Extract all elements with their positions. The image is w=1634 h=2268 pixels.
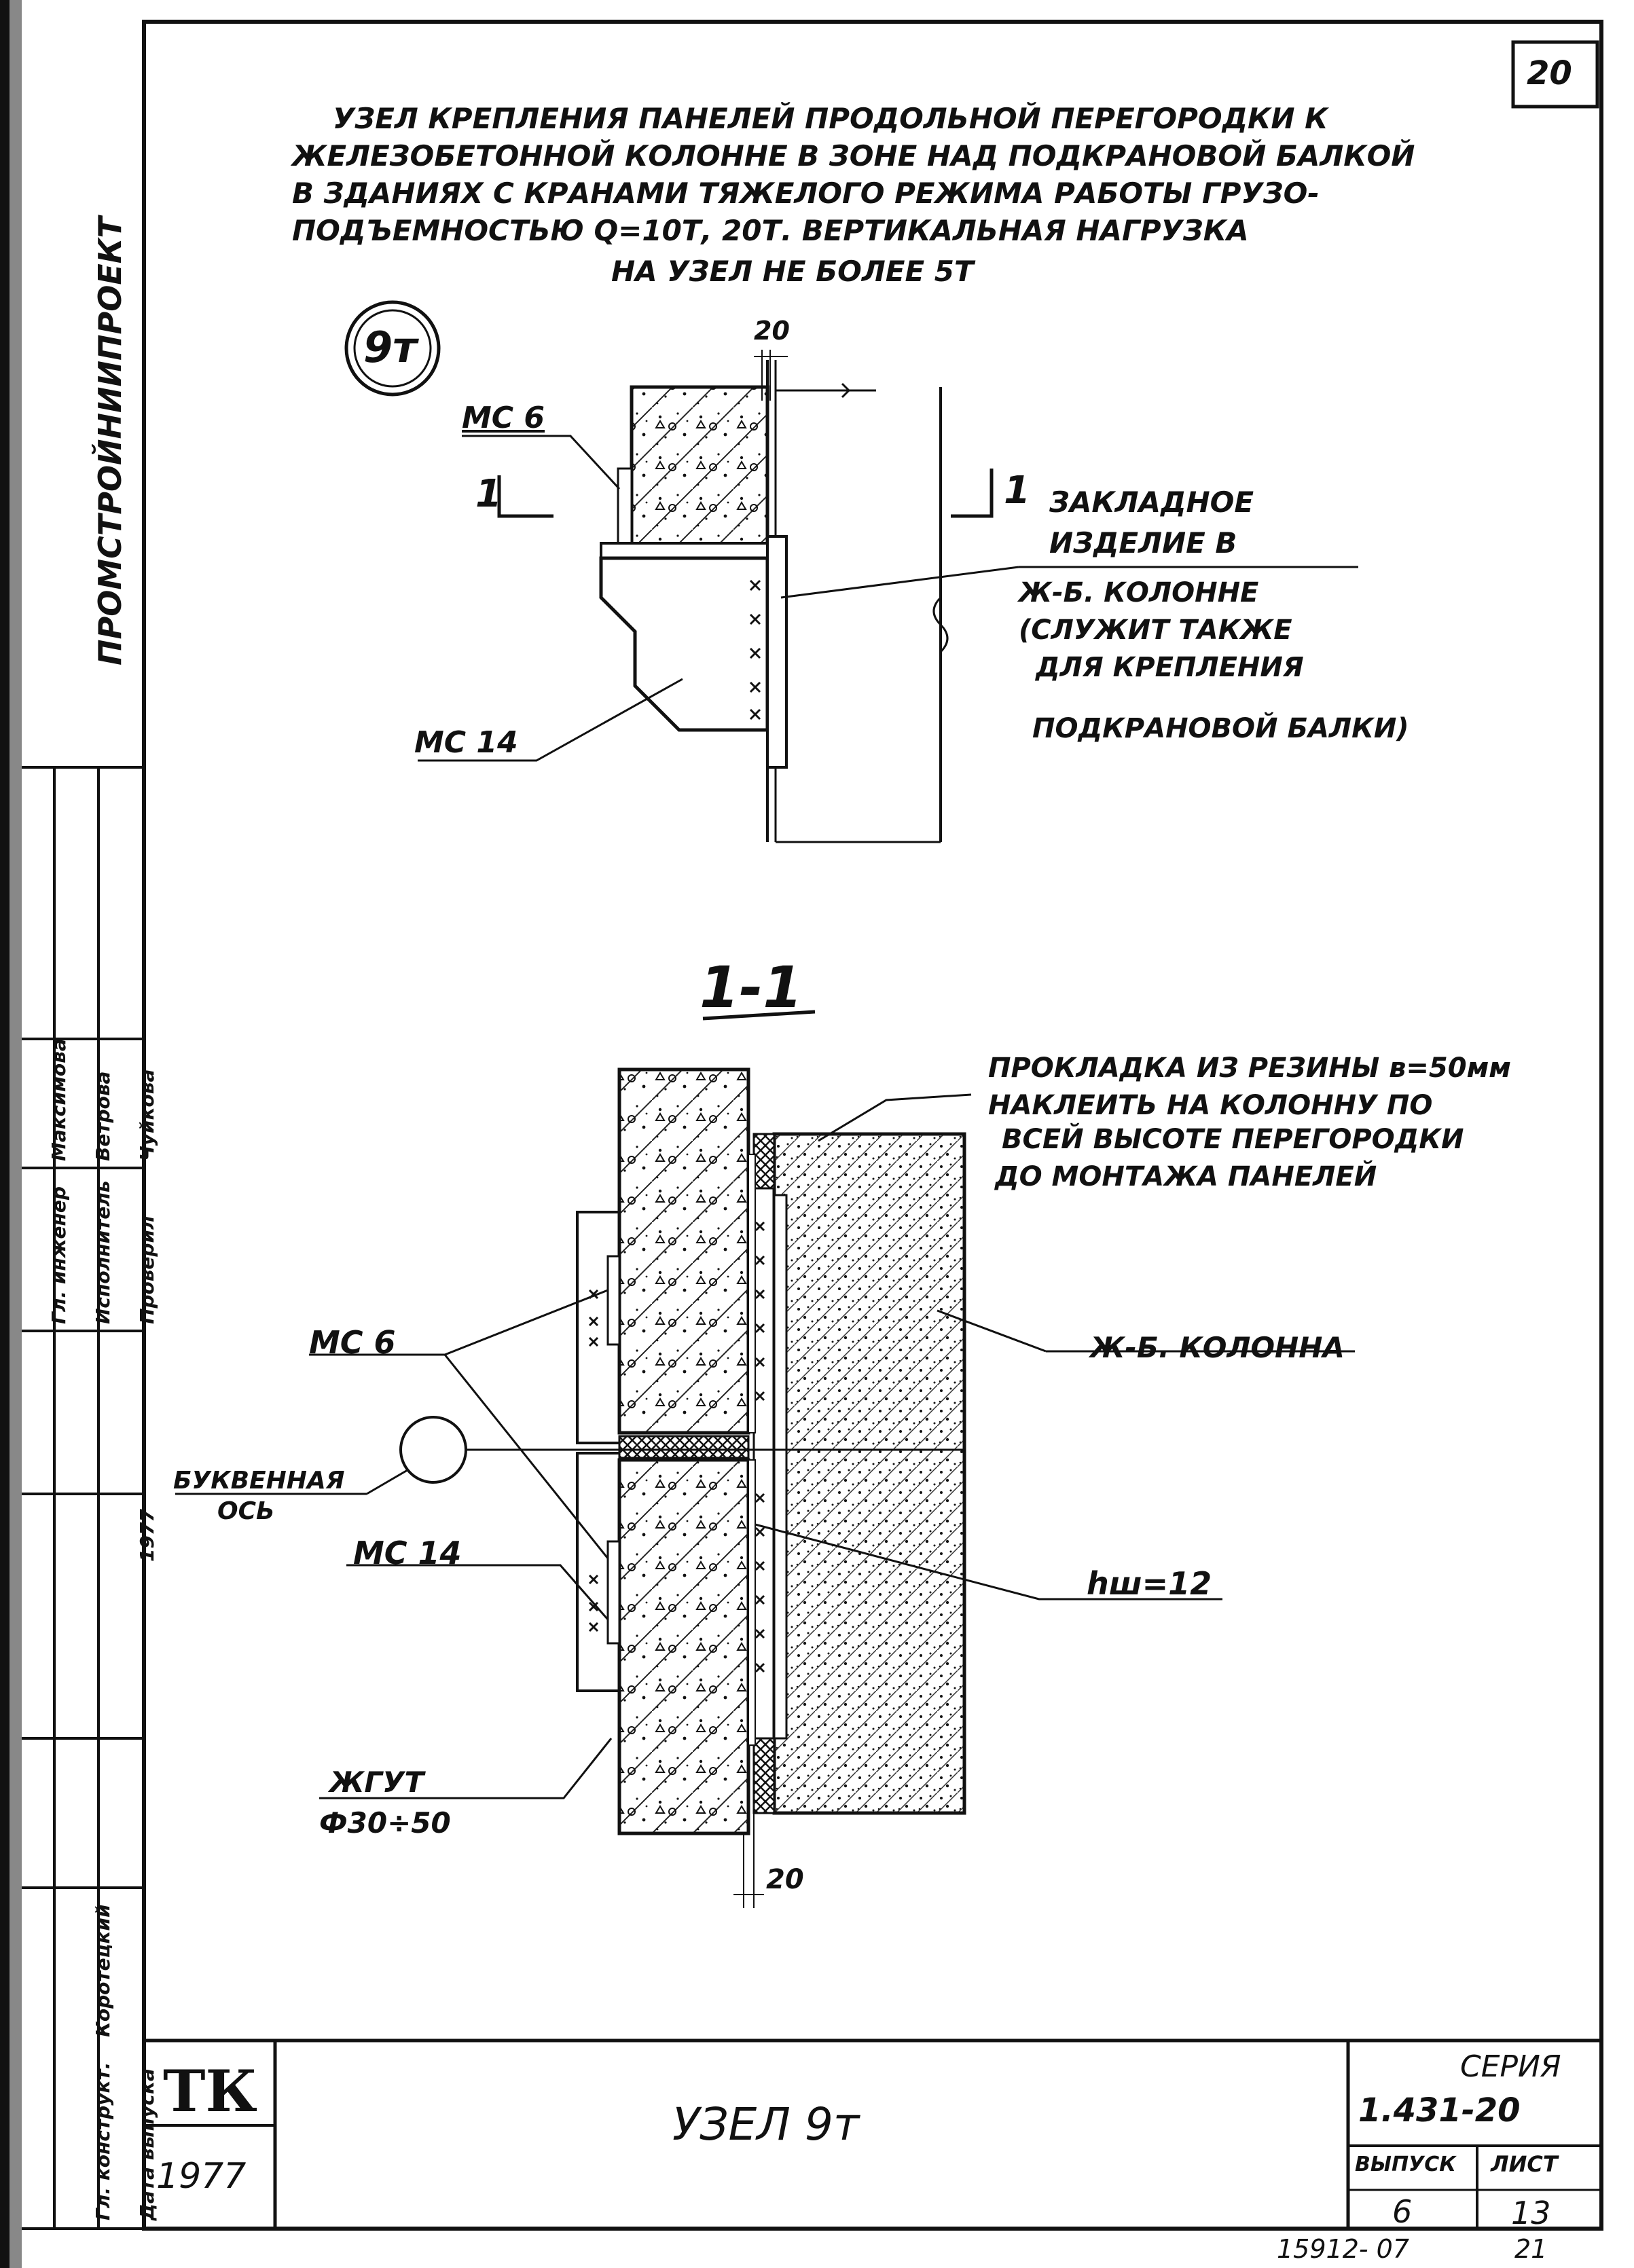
- section-mark-left: 1: [475, 472, 502, 516]
- issue-value: 6: [1392, 2193, 1413, 2230]
- page-number-box: [1511, 40, 1599, 109]
- bracket-mc14: [599, 556, 769, 732]
- column-label: Ж-Б. КОЛОННА: [1090, 1331, 1345, 1364]
- gasket-note-4: ДО МОНТАЖА ПАНЕЛЕЙ: [995, 1161, 1377, 1192]
- embed-note-6: ПОДКРАНОВОЙ БАЛКИ): [1032, 713, 1409, 744]
- gasket-note-2: НАКЛЕИТЬ НА КОЛОННУ ПО: [988, 1090, 1433, 1121]
- harness-label-2: Ф30÷50: [319, 1806, 451, 1840]
- org-name: ПРОМСТРОЙНИИПРОЕКТ: [92, 217, 128, 665]
- strip-name-2: Ветрова: [92, 1071, 114, 1161]
- title-line-1: УЗЕЛ КРЕПЛЕНИЯ ПАНЕЛЕЙ ПРОДОЛЬНОЙ ПЕРЕГО…: [333, 102, 1328, 135]
- drawing-name: УЗЕЛ 9т: [672, 2098, 860, 2151]
- archive-number: 15912- 07: [1277, 2234, 1410, 2264]
- strip-name-5: 1977: [136, 1509, 158, 1562]
- archive-sheet: 21: [1514, 2234, 1548, 2264]
- harness-label-1: ЖГУТ: [329, 1766, 424, 1799]
- title-line-3: В ЗДАНИЯХ С КРАНАМИ ТЯЖЕЛОГО РЕЖИМА РАБО…: [292, 177, 1320, 210]
- axis-label-2: ОСЬ: [217, 1497, 275, 1525]
- strip-name-4: Коротецкий: [92, 1904, 114, 2037]
- weld-label: hш=12: [1087, 1565, 1212, 1602]
- upper-panel: [630, 385, 769, 552]
- series-value: 1.431-20: [1358, 2091, 1521, 2129]
- strip-role-3: Проверил: [136, 1215, 158, 1324]
- title-year: 1977: [156, 2156, 247, 2197]
- title-line-2: ЖЕЛЕЗОБЕТОННОЙ КОЛОННЕ В ЗОНЕ НАД ПОДКРА…: [292, 139, 1415, 172]
- page-number: 20: [1527, 54, 1572, 92]
- section-column: [772, 1132, 966, 1815]
- section-mc14-label: МС 14: [353, 1535, 462, 1571]
- gasket-note-3: ВСЕЙ ВЫСОТЕ ПЕРЕГОРОДКИ: [1002, 1124, 1464, 1155]
- joint-harness: [618, 1435, 750, 1459]
- title-line-5: НА УЗЕЛ НЕ БОЛЕЕ 5Т: [611, 255, 974, 288]
- node-circle: [344, 300, 441, 397]
- axis-circle: [399, 1416, 467, 1484]
- section-mc6-label: МС 6: [309, 1324, 396, 1361]
- upper-mc14-label: МС 14: [414, 725, 518, 760]
- strip-role-1: Гл. инженер: [48, 1186, 70, 1324]
- embed-note-2: ИЗДЕЛИЕ В: [1049, 526, 1237, 560]
- section-label: 1-1: [700, 954, 803, 1021]
- embedded-part: [766, 535, 788, 769]
- series-label: СЕРИЯ: [1460, 2049, 1561, 2084]
- embed-note-1: ЗАКЛАДНОЕ: [1049, 486, 1254, 519]
- gasket-note-1: ПРОКЛАДКА ИЗ РЕЗИНЫ в=50мм: [988, 1053, 1511, 1084]
- strip-role-5: Дата выпуска: [136, 2068, 158, 2220]
- upper-dim-20: 20: [754, 316, 790, 346]
- title-line-4: ПОДЪЕМНОСТЬЮ Q=10Т, 20Т. ВЕРТИКАЛЬНАЯ НА…: [292, 214, 1249, 247]
- embed-note-4: (СЛУЖИТ ТАКЖЕ: [1019, 615, 1292, 646]
- weld-marks: [755, 1221, 765, 1673]
- sheet-label: ЛИСТ: [1491, 2151, 1558, 2177]
- strip-name-3: Чуйкова: [136, 1069, 158, 1161]
- node-mark: 9т: [363, 323, 418, 372]
- upper-mc6-label: МС 6: [462, 401, 545, 435]
- sheet-value: 13: [1511, 2195, 1551, 2231]
- logo-tk: ТК: [163, 2057, 257, 2125]
- binding-edge: [0, 0, 10, 2268]
- strip-role-4: Гл. конструкт.: [92, 2062, 114, 2220]
- axis-label-1: БУКВЕННАЯ: [173, 1467, 345, 1495]
- section-dim-20: 20: [766, 1864, 804, 1895]
- section-upper-panel: [617, 1067, 750, 1435]
- embed-note-5: ДЛЯ КРЕПЛЕНИЯ: [1036, 652, 1304, 683]
- issue-label: ВЫПУСК: [1355, 2153, 1456, 2176]
- embed-note-3: Ж-Б. КОЛОННЕ: [1019, 577, 1259, 608]
- strip-role-2: Исполнитель: [92, 1180, 114, 1324]
- strip-name-1: Максимова: [48, 1038, 70, 1161]
- section-mark-right: 1: [1004, 469, 1030, 513]
- section-lower-panel: [617, 1458, 750, 1835]
